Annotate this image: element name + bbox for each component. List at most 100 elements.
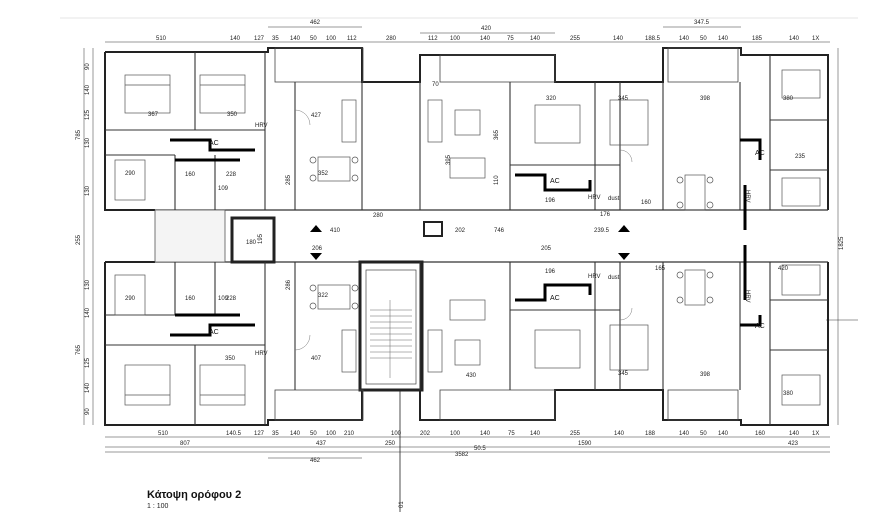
svg-text:140: 140 [613, 36, 624, 42]
svg-text:90: 90 [85, 63, 91, 70]
svg-text:125: 125 [85, 109, 91, 120]
svg-text:100: 100 [450, 36, 461, 42]
svg-text:125: 125 [85, 357, 91, 368]
svg-text:367: 367 [148, 112, 159, 118]
svg-text:AC: AC [209, 140, 219, 147]
corridor-dim-239: 239.5 [594, 228, 610, 234]
svg-text:395: 395 [446, 154, 452, 165]
svg-text:196: 196 [545, 269, 556, 275]
svg-text:398: 398 [700, 96, 711, 102]
svg-text:HRV: HRV [588, 195, 601, 201]
svg-text:AC: AC [755, 150, 765, 157]
svg-text:255: 255 [570, 36, 581, 42]
top-dim-420: 420 [481, 26, 492, 32]
svg-text:75: 75 [508, 431, 515, 437]
svg-text:510: 510 [156, 36, 167, 42]
svg-text:35: 35 [272, 431, 279, 437]
svg-text:807: 807 [180, 441, 191, 447]
bottom-dim-462: 462 [310, 458, 321, 464]
furniture-beds [114, 69, 821, 406]
svg-text:427: 427 [311, 113, 322, 119]
room-dimension-labels: 367 350 290 228 109 160 228 350 290 109 … [125, 82, 806, 397]
svg-text:1X: 1X [812, 431, 819, 437]
section-cut-line: 01 [399, 390, 405, 512]
hvac-ducts [170, 138, 762, 337]
svg-text:365: 365 [494, 129, 500, 140]
svg-text:127: 127 [254, 36, 265, 42]
svg-text:398: 398 [700, 372, 711, 378]
svg-text:140: 140 [530, 36, 541, 42]
svg-text:140: 140 [679, 431, 690, 437]
svg-text:140: 140 [718, 36, 729, 42]
svg-text:140: 140 [290, 431, 301, 437]
svg-text:255: 255 [570, 431, 581, 437]
svg-text:140: 140 [85, 382, 91, 393]
corridor-dim-205: 205 [541, 246, 552, 252]
svg-text:140: 140 [718, 431, 729, 437]
equipment-labels: AC AC AC AC AC AC HRV HRV HRV HRV HRV HR… [209, 123, 765, 357]
svg-text:100: 100 [450, 431, 461, 437]
svg-text:180: 180 [246, 240, 257, 246]
svg-text:50: 50 [700, 36, 707, 42]
svg-text:255: 255 [76, 234, 82, 245]
svg-text:140: 140 [230, 36, 241, 42]
svg-text:510: 510 [158, 431, 169, 437]
bottom-dim-row2: 807 437 250 50.5 1590 423 [180, 441, 799, 452]
svg-text:195: 195 [258, 233, 264, 244]
svg-text:235: 235 [795, 154, 806, 160]
svg-text:228: 228 [226, 296, 237, 302]
svg-text:188: 188 [645, 431, 656, 437]
right-dim-1825: 1825 [839, 236, 845, 250]
svg-text:35: 35 [272, 36, 279, 42]
svg-text:345: 345 [618, 371, 629, 377]
svg-text:322: 322 [318, 293, 329, 299]
svg-text:140: 140 [480, 431, 491, 437]
bottom-dim-row1: 510 140.5 127 35 140 50 100 210 100 202 … [158, 431, 819, 437]
svg-text:140: 140 [789, 431, 800, 437]
svg-text:AC: AC [209, 329, 219, 336]
svg-text:352: 352 [318, 171, 329, 177]
svg-text:290: 290 [125, 296, 136, 302]
svg-text:140: 140 [530, 431, 541, 437]
svg-text:407: 407 [311, 356, 322, 362]
svg-text:286: 286 [286, 279, 292, 290]
corridor-dim-202: 202 [455, 228, 466, 234]
svg-text:127: 127 [254, 431, 265, 437]
svg-text:188.5: 188.5 [645, 36, 661, 42]
svg-text:50.5: 50.5 [474, 446, 486, 452]
svg-text:160: 160 [641, 200, 652, 206]
svg-text:765: 765 [76, 344, 82, 355]
svg-text:420: 420 [778, 266, 789, 272]
corridor-dim-280: 280 [373, 213, 384, 219]
svg-text:01: 01 [399, 501, 405, 508]
svg-text:437: 437 [316, 441, 327, 447]
left-dim-labels: 90 140 125 130 785 130 255 130 140 765 1… [76, 63, 91, 415]
svg-text:100: 100 [326, 36, 337, 42]
svg-text:130: 130 [85, 185, 91, 196]
svg-text:HRV: HRV [255, 123, 268, 129]
svg-text:210: 210 [344, 431, 355, 437]
corridor-dim-746: 746 [494, 228, 505, 234]
svg-text:AC: AC [550, 295, 560, 302]
svg-text:140.5: 140.5 [226, 431, 242, 437]
svg-text:160: 160 [185, 172, 196, 178]
corridor-dim-410: 410 [330, 228, 341, 234]
svg-text:100: 100 [326, 431, 337, 437]
svg-text:HRV: HRV [744, 290, 750, 303]
svg-text:280: 280 [386, 36, 397, 42]
svg-text:HRV: HRV [588, 274, 601, 280]
svg-text:100: 100 [391, 431, 402, 437]
svg-text:50: 50 [310, 36, 317, 42]
top-dim-462: 462 [310, 20, 321, 26]
bottom-dim-total: 3582 [455, 452, 469, 458]
svg-text:dust: dust [608, 196, 620, 202]
svg-text:345: 345 [618, 96, 629, 102]
svg-text:70: 70 [432, 82, 439, 88]
svg-text:290: 290 [125, 171, 136, 177]
svg-text:AC: AC [755, 323, 765, 330]
furniture-tables [309, 99, 714, 373]
svg-text:350: 350 [227, 112, 238, 118]
svg-text:140: 140 [614, 431, 625, 437]
svg-text:75: 75 [507, 36, 514, 42]
svg-text:160: 160 [185, 296, 196, 302]
